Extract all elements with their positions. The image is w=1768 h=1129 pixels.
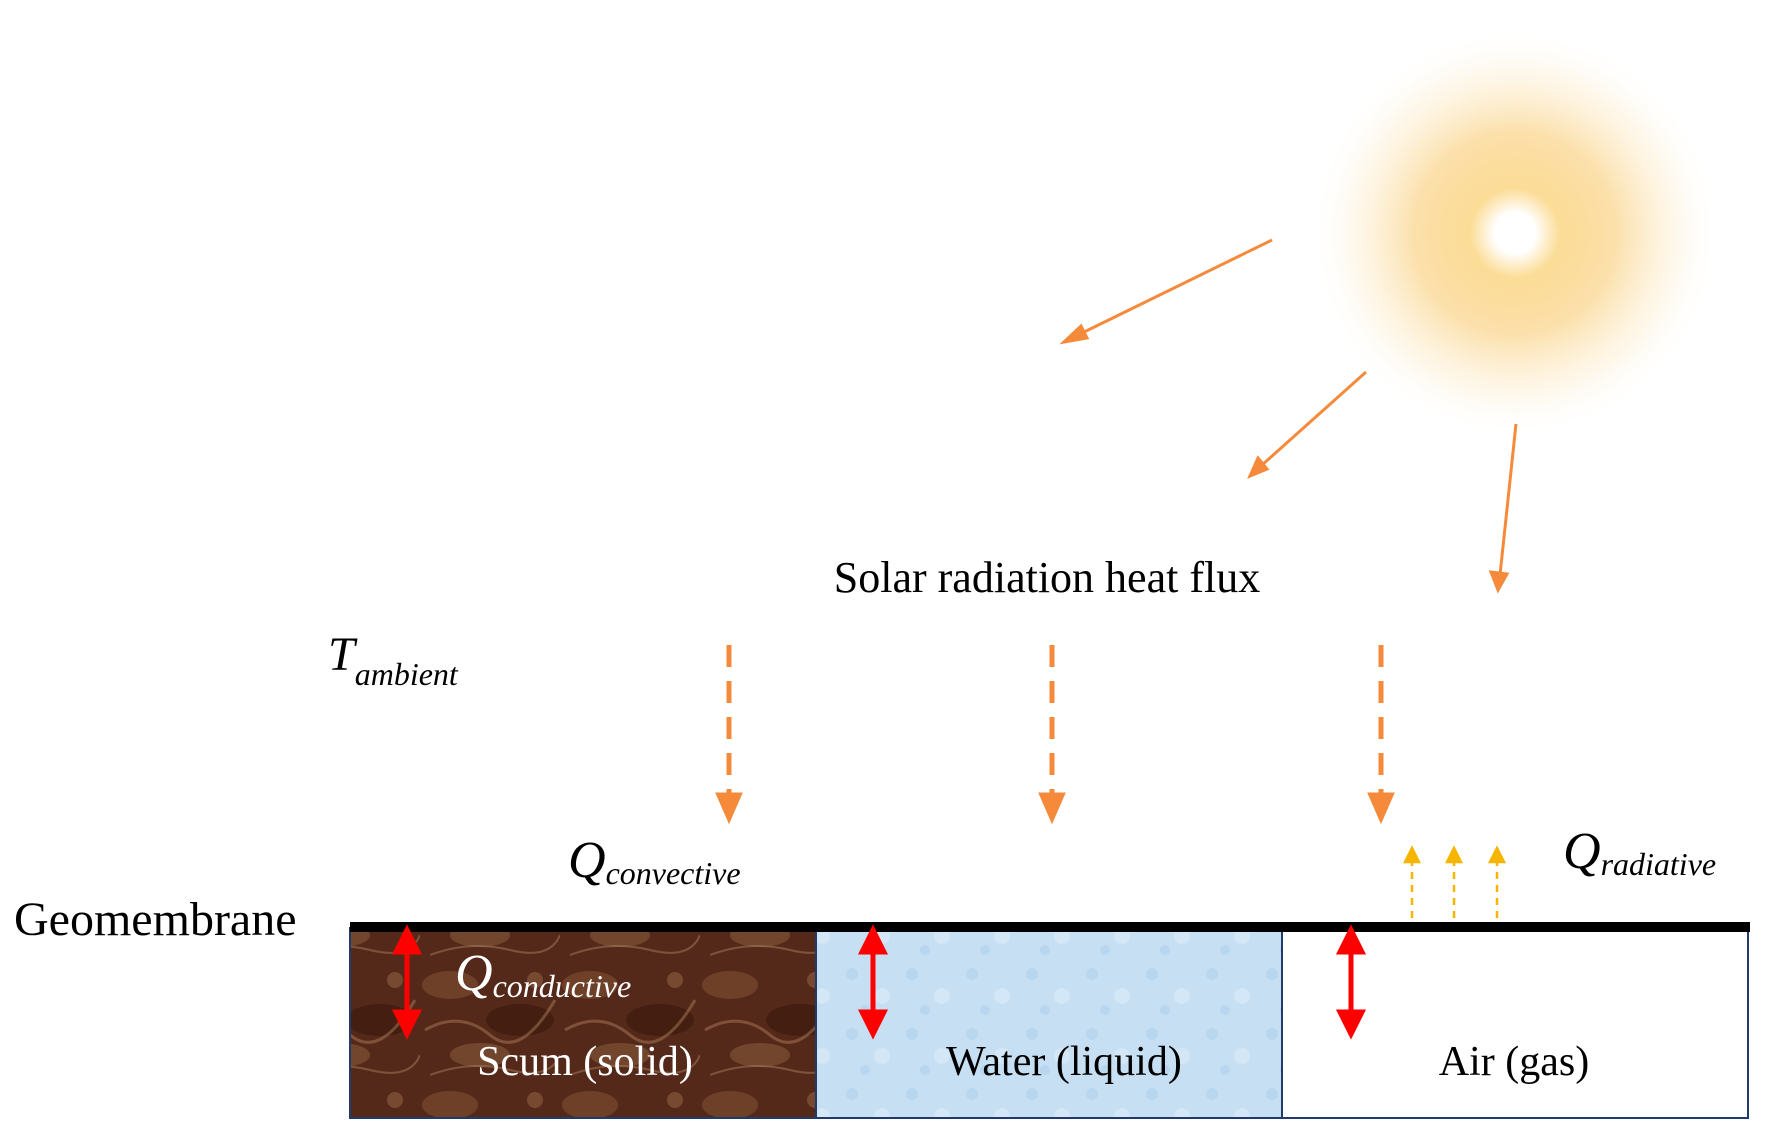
q-conductive-main: Q (455, 945, 493, 1002)
conductive-arrow-head (857, 1009, 889, 1040)
solar-ray-head (1059, 323, 1090, 345)
solar-ray (1498, 423, 1518, 576)
scum-label: Scum (solid) (477, 1039, 693, 1085)
dashed-arrow-head (1038, 792, 1066, 825)
conductive-arrow-head (391, 1009, 423, 1040)
radiative-arrow-head (1487, 845, 1507, 864)
conductive-arrows (391, 924, 1367, 1040)
conductive-arrow-head (391, 924, 423, 955)
q-convective-label: Qconvective (568, 832, 741, 891)
solar-ray (1261, 370, 1367, 467)
geomembrane-line (350, 922, 1750, 932)
q-radiative-sub: radiative (1601, 846, 1717, 882)
q-radiative-main: Q (1563, 823, 1601, 880)
dashed-arrow-head (1367, 792, 1395, 825)
solar-ray-head (1488, 570, 1510, 594)
radiative-arrow-head (1402, 845, 1422, 864)
dashed-arrow-head (715, 792, 743, 825)
q-convective-sub: convective (606, 855, 741, 891)
q-radiative-label: Qradiative (1563, 823, 1716, 882)
air-layer (1281, 927, 1749, 1119)
t-ambient-sub: ambient (355, 656, 459, 692)
solar-rays (1059, 238, 1518, 594)
radiative-arrows (1402, 845, 1507, 918)
radiative-arrow-head (1444, 845, 1464, 864)
geomembrane-label: Geomembrane (14, 893, 297, 946)
air-label: Air (gas) (1439, 1039, 1589, 1085)
solar-label: Solar radiation heat flux (834, 553, 1260, 602)
water-label: Water (liquid) (946, 1039, 1182, 1085)
t-ambient-main: T (328, 628, 358, 681)
incident-flux-arrows (715, 645, 1395, 825)
q-conductive-label: Qconductive (455, 945, 631, 1004)
solar-ray-head (1247, 455, 1270, 479)
scum-layer (349, 927, 817, 1119)
solar-ray (1077, 238, 1273, 337)
sun-icon (1310, 28, 1720, 438)
conductive-arrow-head (1335, 924, 1367, 955)
conductive-arrow-head (857, 924, 889, 955)
q-convective-main: Q (568, 832, 606, 889)
q-conductive-sub: conductive (493, 968, 632, 1004)
water-layer (815, 927, 1283, 1119)
t-ambient-label: Tambient (328, 628, 459, 692)
conductive-arrow-head (1335, 1009, 1367, 1040)
